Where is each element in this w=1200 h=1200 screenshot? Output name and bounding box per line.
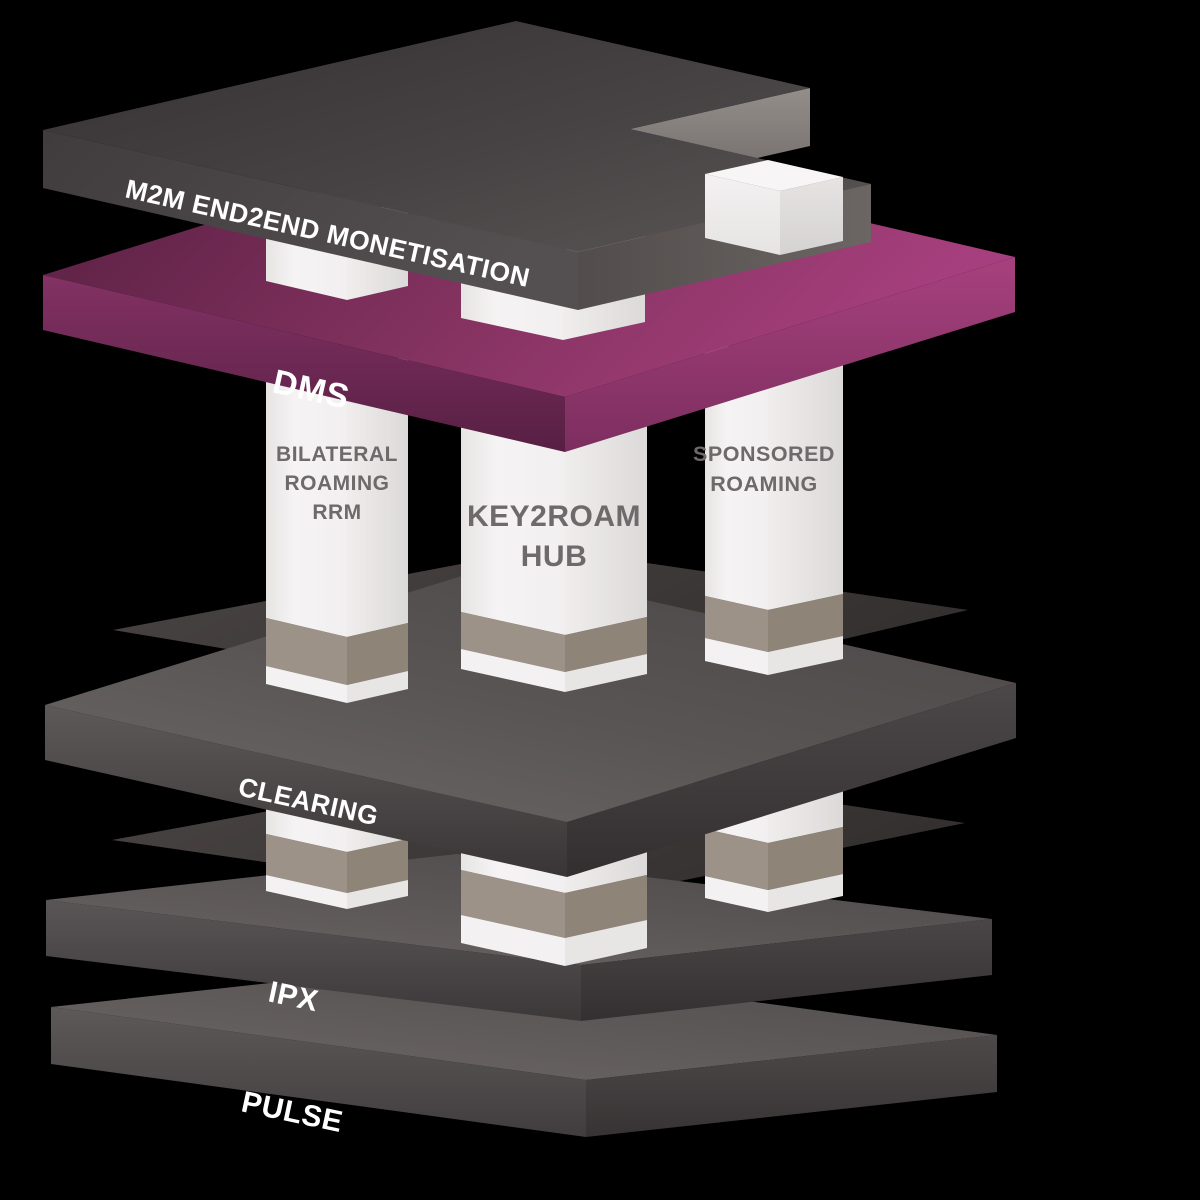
pulse-front-left-face: [51, 1007, 586, 1137]
pulse-top-face: [51, 962, 997, 1080]
layer-pulse: [51, 962, 997, 1137]
pillar-sponsored-cap: [705, 160, 843, 255]
clearing-front-left-face: [45, 705, 567, 877]
svg-text:SPONSORED: SPONSORED: [693, 442, 835, 466]
ipx-front-left-face: [46, 900, 581, 1021]
dms-front-right-face: [565, 257, 1015, 452]
svg-text:HUB: HUB: [521, 540, 588, 573]
ipx-front-right-face: [581, 919, 992, 1021]
m2m-top-face: [43, 21, 871, 252]
m2m-front-left-face: [43, 130, 578, 310]
key2roam-hub-label: KEY2ROAM HUB: [467, 500, 641, 573]
pillar-sponsored: [705, 339, 843, 675]
svg-text:RRM: RRM: [312, 501, 361, 524]
pulse-front-right-face: [586, 1035, 997, 1137]
clearing-front-right-face: [567, 683, 1016, 877]
sponsored-cap-top-face: [705, 160, 843, 191]
dms-front-left-face: [43, 275, 565, 452]
sponsored-cap-right-face: [780, 177, 843, 255]
svg-text:BILATERAL: BILATERAL: [276, 443, 398, 466]
pillar-bilateral: [266, 351, 408, 703]
bilateral-roaming-rrm-label: BILATERAL ROAMING RRM: [276, 443, 398, 524]
svg-text:ROAMING: ROAMING: [710, 472, 817, 496]
sponsored-roaming-label: SPONSORED ROAMING: [693, 442, 835, 496]
svg-text:KEY2ROAM: KEY2ROAM: [467, 500, 641, 533]
sponsored-cap-left-face: [705, 174, 780, 255]
svg-text:ROAMING: ROAMING: [285, 472, 390, 495]
pillar-key2roam: [461, 407, 647, 692]
